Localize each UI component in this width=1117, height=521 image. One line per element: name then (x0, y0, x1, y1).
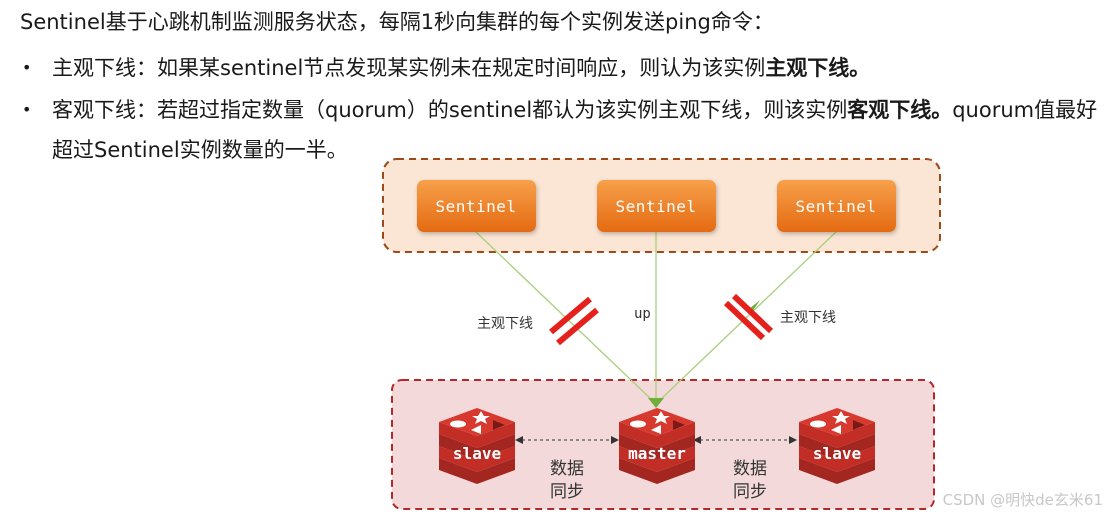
sentinel-label: Sentinel (795, 197, 876, 216)
sentinel-node-2: Sentinel (597, 180, 716, 232)
sentinel-label: Sentinel (435, 197, 516, 216)
sync-label-right-2: 同步 (733, 482, 767, 502)
break-mark-left (549, 296, 599, 346)
bullet-symbol: • (22, 100, 32, 119)
edge-label-right: 主观下线 (780, 310, 836, 326)
watermark: CSDN @明快de玄米61 (942, 491, 1103, 509)
redis-slave-left: slave (439, 408, 515, 484)
sync-label-left-2: 同步 (550, 482, 584, 502)
break-mark-right (723, 293, 774, 341)
edge-left (475, 231, 653, 401)
edge-right (659, 231, 837, 401)
bullet-text: 主观下线：如果某sentinel节点发现某实例未在规定时间响应，则认为该实例 (52, 56, 766, 80)
node-label: master (628, 444, 686, 463)
node-label: slave (453, 444, 501, 463)
edge-label-middle: up (634, 306, 651, 322)
bullet-suffix: quorum值最好 (952, 98, 1098, 122)
edge-label-left: 主观下线 (477, 316, 533, 332)
sync-arrow-right (693, 436, 797, 444)
bullet-subjective-down: • 主观下线：如果某sentinel节点发现某实例未在规定时间响应，则认为该实例主… (22, 54, 870, 82)
edge-arrowhead (648, 398, 664, 408)
intro-text: Sentinel基于心跳机制监测服务状态，每隔1秒向集群的每个实例发送ping命… (20, 10, 774, 34)
bullet-objective-down: • 客观下线：若超过指定数量（quorum）的sentinel都认为该实例主观下线… (22, 96, 1097, 124)
bullet-continuation: 超过Sentinel实例数量的一半。 (52, 138, 348, 162)
sentinel-node-3: Sentinel (777, 180, 896, 232)
redis-master: master (619, 408, 695, 484)
node-label: slave (813, 444, 861, 463)
sentinel-label: Sentinel (615, 197, 696, 216)
sentinel-node-1: Sentinel (417, 180, 536, 232)
bullet-symbol: • (22, 58, 32, 77)
bullet-emphasis: 主观下线。 (765, 56, 871, 80)
redis-slave-right: slave (799, 408, 875, 484)
bullet-text: 客观下线：若超过指定数量（quorum）的sentinel都认为该实例主观下线，… (52, 98, 848, 122)
sync-label-right-1: 数据 (733, 459, 767, 479)
bullet-emphasis: 客观下线。 (847, 98, 953, 122)
sync-label-left-1: 数据 (550, 459, 584, 479)
sync-arrow-left (515, 436, 619, 444)
